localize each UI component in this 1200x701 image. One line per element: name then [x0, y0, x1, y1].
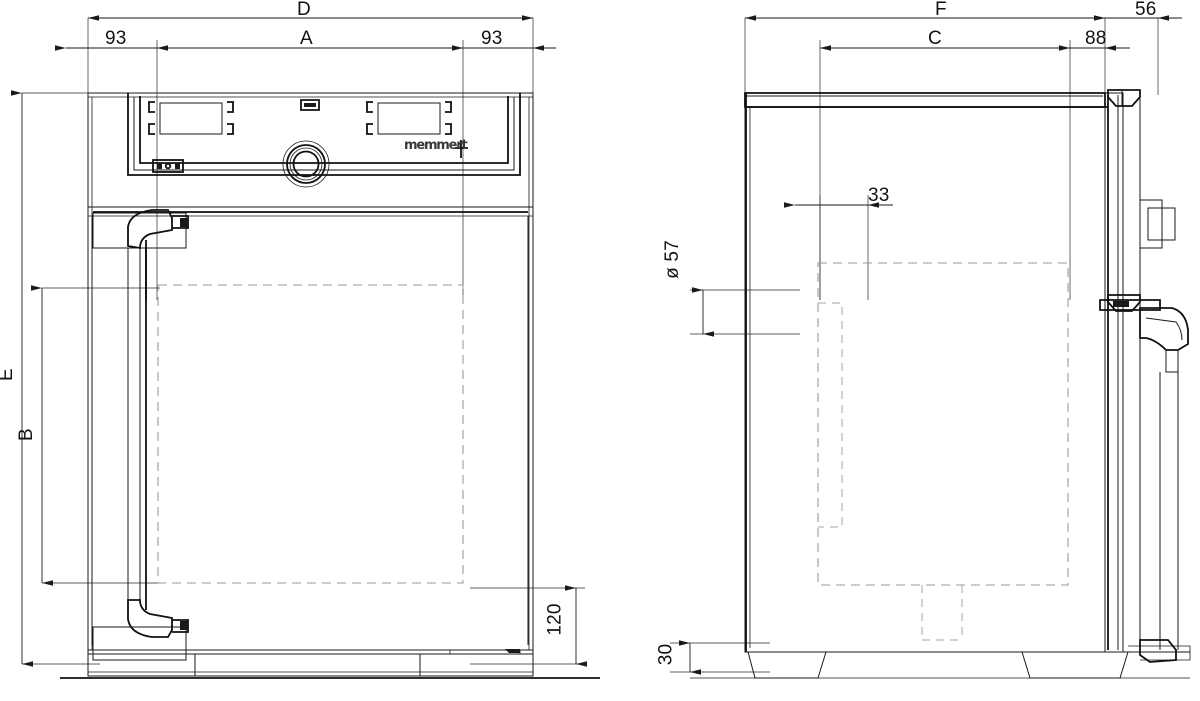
- button-left-top-r: [227, 101, 234, 113]
- button-left-bot-r: [227, 123, 234, 135]
- display-screen-right: [377, 102, 441, 135]
- usb-port-icon: [300, 99, 320, 111]
- dim-label-D: D: [297, 0, 311, 20]
- dim-label-F: F: [935, 0, 947, 20]
- door-latch-block: [1139, 199, 1176, 249]
- dim-label-E: E: [0, 368, 17, 381]
- side-view-geometry: [690, 89, 1191, 679]
- dim-label-93-left: 93: [105, 28, 127, 49]
- dim-label-120: 120: [544, 603, 566, 636]
- door-handle-lower: [92, 599, 189, 661]
- side-view-extension-lines: [670, 18, 1159, 673]
- dim-label-56: 56: [1135, 0, 1157, 20]
- dim-label-C: C: [928, 28, 942, 49]
- control-panel: [127, 93, 521, 188]
- display-screen-left: [159, 102, 223, 135]
- button-right-top-r: [445, 101, 452, 113]
- base-plinth: [60, 649, 600, 679]
- hinge-upper: [1107, 89, 1141, 107]
- dim-label-33: 33: [868, 185, 890, 206]
- foot-rear: [747, 651, 827, 679]
- indicator-icon-cluster: [152, 159, 184, 173]
- button-right-bot-l: [366, 123, 373, 135]
- control-panel-body: [127, 93, 521, 176]
- side-base-and-feet: [690, 639, 1191, 679]
- front-view-dimension-lines: [11, 15, 587, 667]
- dim-label-30: 30: [655, 643, 677, 666]
- dim-label-A: A: [300, 28, 313, 49]
- door-edge-profile: [1099, 89, 1189, 653]
- door-handle-bar: [127, 240, 147, 610]
- handle-projection: [1139, 307, 1189, 373]
- dim-label-B: B: [15, 428, 37, 441]
- dim-label-dia-57: ø 57: [661, 240, 683, 279]
- brand-logo-text: memmert: [404, 138, 468, 153]
- button-right-top-l: [366, 101, 373, 113]
- brand-logo-mark: [455, 140, 468, 158]
- top-cap-band: [744, 92, 1108, 108]
- rotary-control-knob: [282, 140, 330, 188]
- side-chamber-hidden-outline: [817, 262, 1069, 641]
- front-view-geometry: [60, 92, 600, 679]
- foot-front: [1021, 651, 1129, 679]
- front-view-extension-lines: [22, 18, 585, 665]
- side-view-dimension-lines: [679, 15, 1182, 675]
- button-left-top-l: [148, 101, 155, 113]
- dim-label-93-right: 93: [481, 28, 503, 49]
- button-left-bot-l: [148, 123, 155, 135]
- dim-label-88: 88: [1085, 28, 1107, 49]
- hinge-lower: [1099, 294, 1161, 312]
- front-chamber-hidden-outline: [157, 284, 464, 584]
- button-right-bot-r: [445, 123, 452, 135]
- side-cabinet-outline: [744, 92, 1106, 653]
